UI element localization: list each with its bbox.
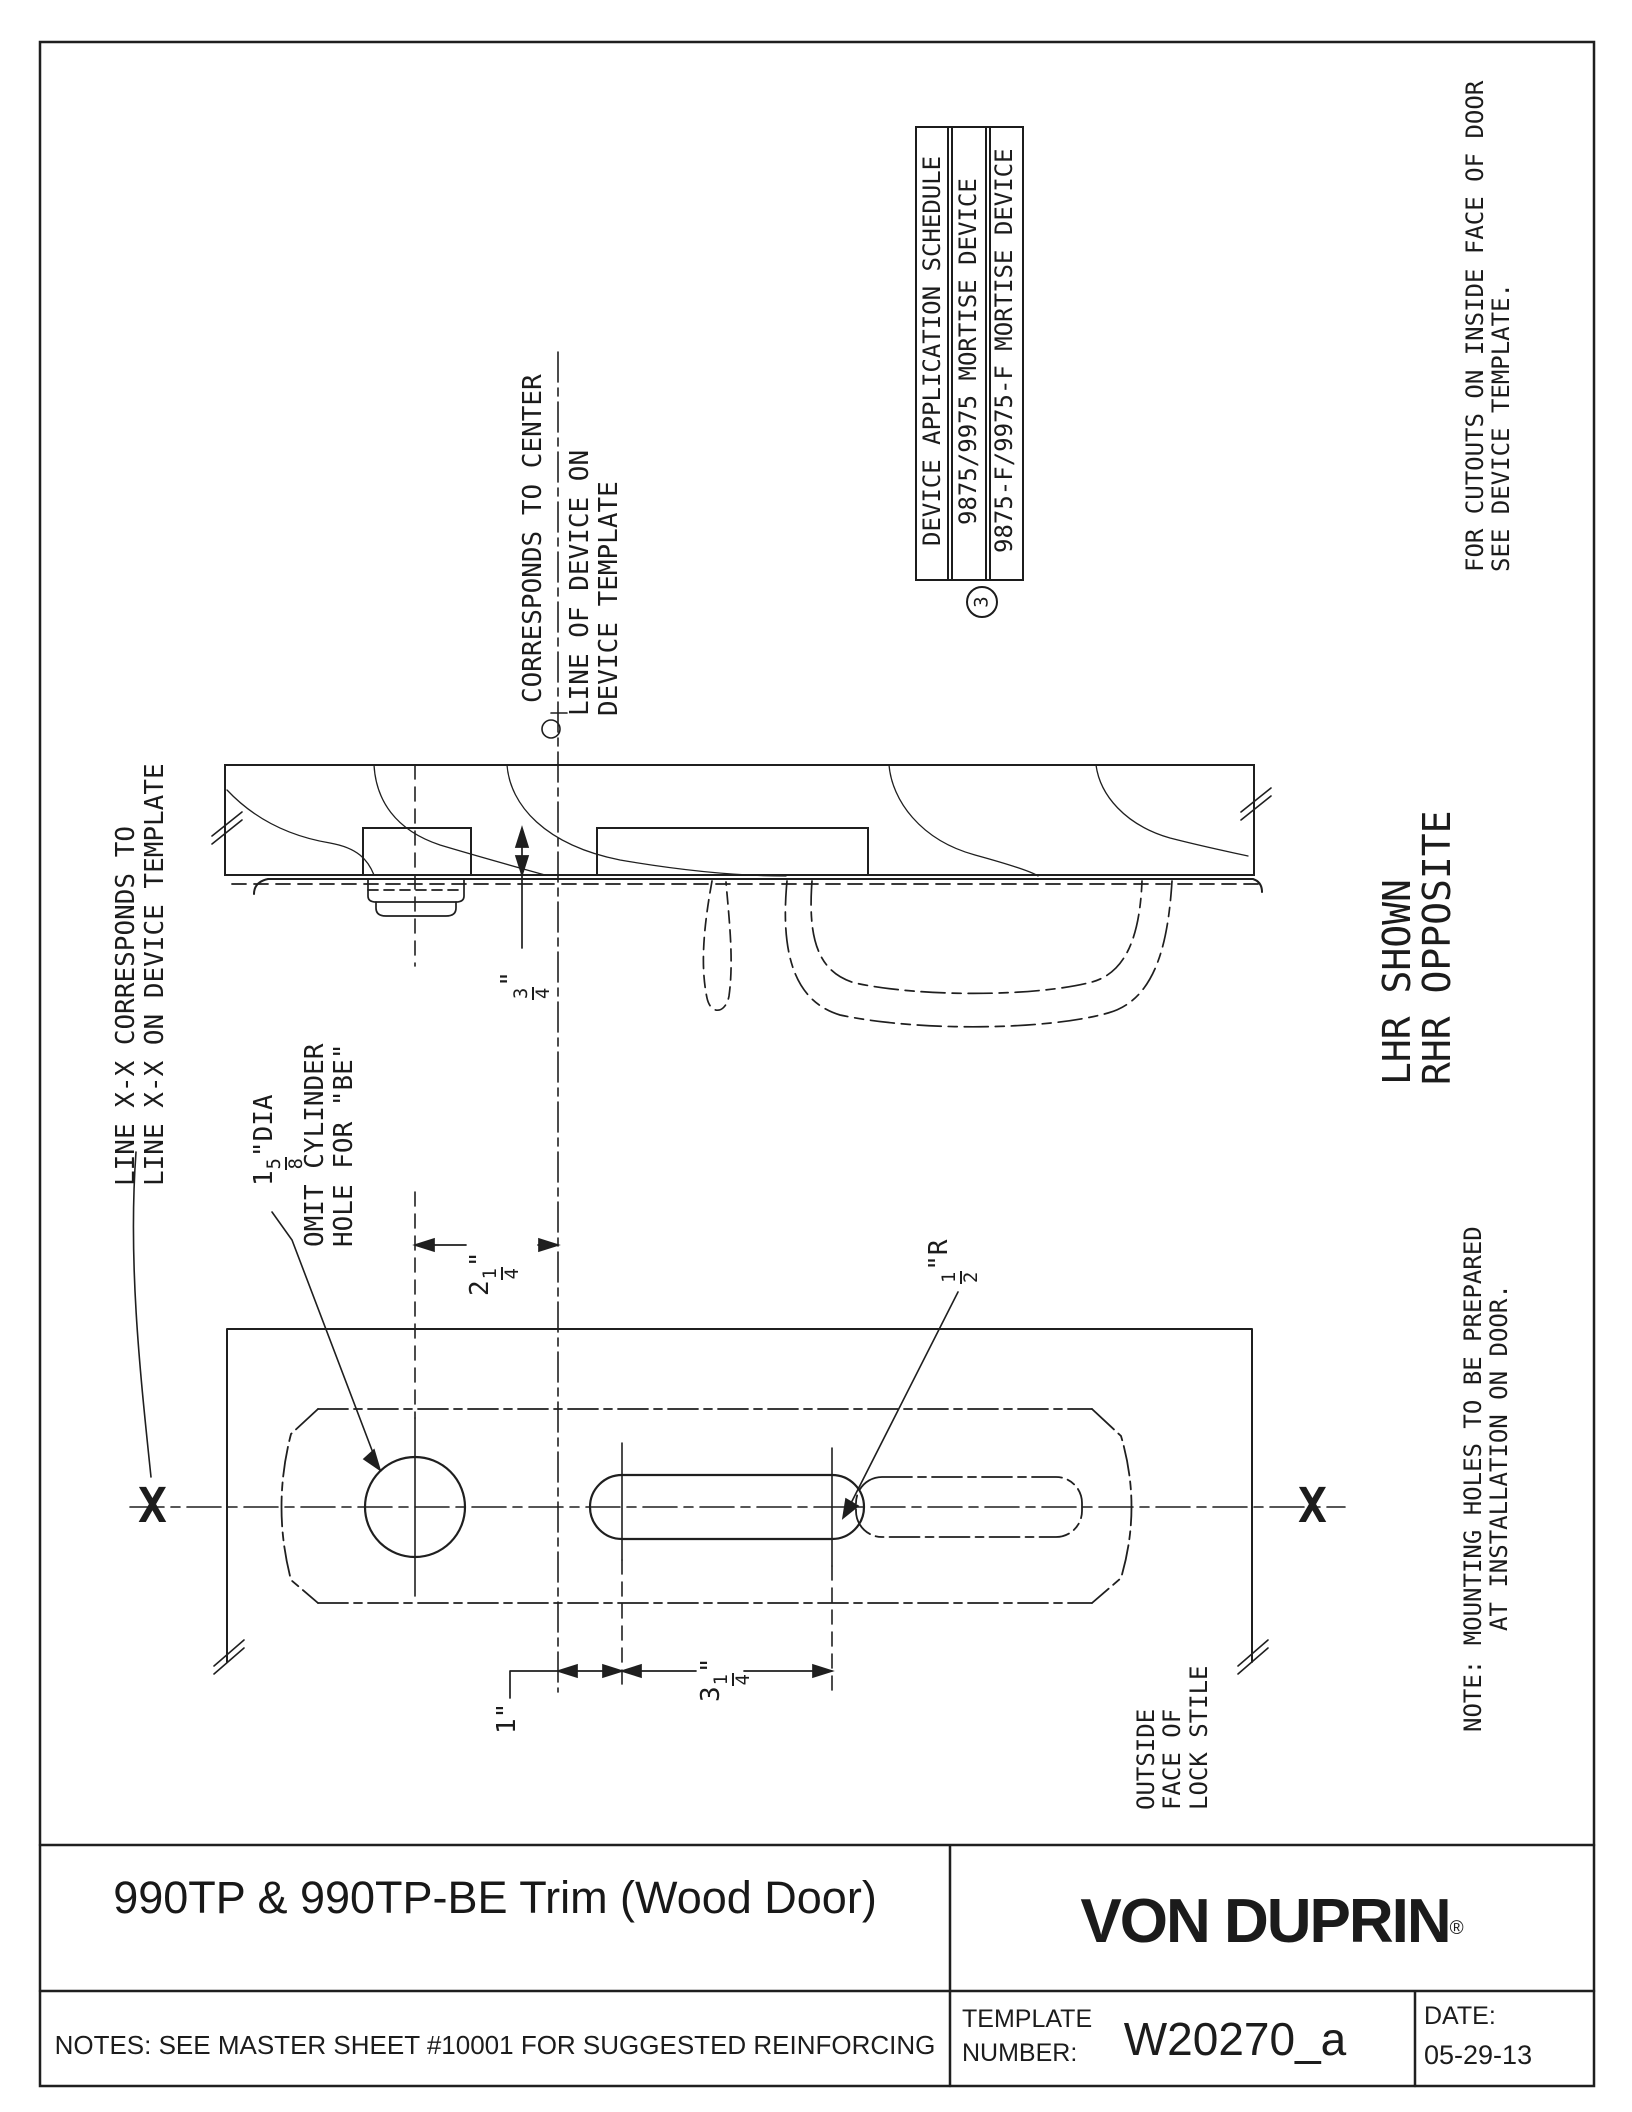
wood-grain	[226, 764, 1249, 877]
sheet-title: 990TP & 990TP-BE Trim (Wood Door)	[113, 1872, 877, 1923]
template-number-label: TEMPLATE NUMBER:	[962, 2005, 1093, 2067]
door-edge-section	[211, 764, 1272, 1028]
registered-mark: ®	[1449, 1918, 1464, 1939]
schedule-row: 9875/9975 MORTISE DEVICE	[954, 178, 982, 525]
leader-lines	[132, 1151, 959, 1520]
centerline-note-left: CORRESPONDS TO CENTER	[518, 374, 548, 703]
cylinder-hidden	[367, 878, 465, 917]
schedule-table-header-cell	[915, 126, 953, 581]
dim-slot-offsets	[509, 1663, 835, 1699]
xline-note: LINE X-X CORRESPONDS TO LINE X-X ON DEVI…	[111, 763, 170, 1186]
dim-cutout-depth	[514, 825, 530, 949]
thumbpiece-slot	[588, 1473, 866, 1541]
brand-logo: VON DUPRIN®	[1080, 1887, 1464, 1956]
dim-cylinder-offset	[412, 1237, 561, 1253]
lock-stile-face	[213, 1328, 1269, 1675]
dim-label-edge-offset: 1"	[492, 1702, 522, 1734]
x-mark-left: X	[138, 1478, 167, 1534]
mounting-note: NOTE: MOUNTING HOLES TO BE PREPARED AT I…	[1459, 1226, 1514, 1732]
stile-note: OUTSIDE FACE OF LOCK STILE	[1132, 1665, 1213, 1811]
x-mark-right: X	[1298, 1478, 1327, 1534]
schedule-note-reference: 3	[966, 586, 998, 618]
slot-centerlines	[621, 1442, 833, 1693]
sheet-notes: NOTES: SEE MASTER SHEET #10001 FOR SUGGE…	[54, 2030, 936, 2060]
device-centerline	[541, 351, 568, 1693]
cutout-note: FOR CUTOUTS ON INSIDE FACE OF DOOR SEE D…	[1461, 80, 1516, 572]
schedule-table-row1-cell	[947, 126, 991, 581]
centerline-note-right: LINE OF DEVICE ON DEVICE TEMPLATE	[565, 449, 624, 716]
cylinder-note: OMIT CYLINDER HOLE FOR "BE"	[300, 1043, 359, 1248]
page-border	[38, 40, 1596, 2088]
handing-note: LHR SHOWN RHR OPPOSITE	[1375, 810, 1459, 1085]
schedule-table-row2-cell	[985, 126, 1024, 581]
schedule-header: DEVICE APPLICATION SCHEDULE	[918, 155, 946, 546]
date-label: DATE:	[1424, 2002, 1496, 2030]
schedule-row: 9875-F/9975-F MORTISE DEVICE	[990, 148, 1018, 553]
template-number-value: W20270_a	[1123, 2013, 1347, 2065]
date-value: 05-29-13	[1424, 2040, 1533, 2070]
trim-plate-outline	[280, 1408, 1133, 1604]
lever-hidden	[702, 880, 732, 1011]
cylinder-hole	[363, 1455, 467, 1559]
pull-grip-hidden	[784, 880, 1173, 1028]
